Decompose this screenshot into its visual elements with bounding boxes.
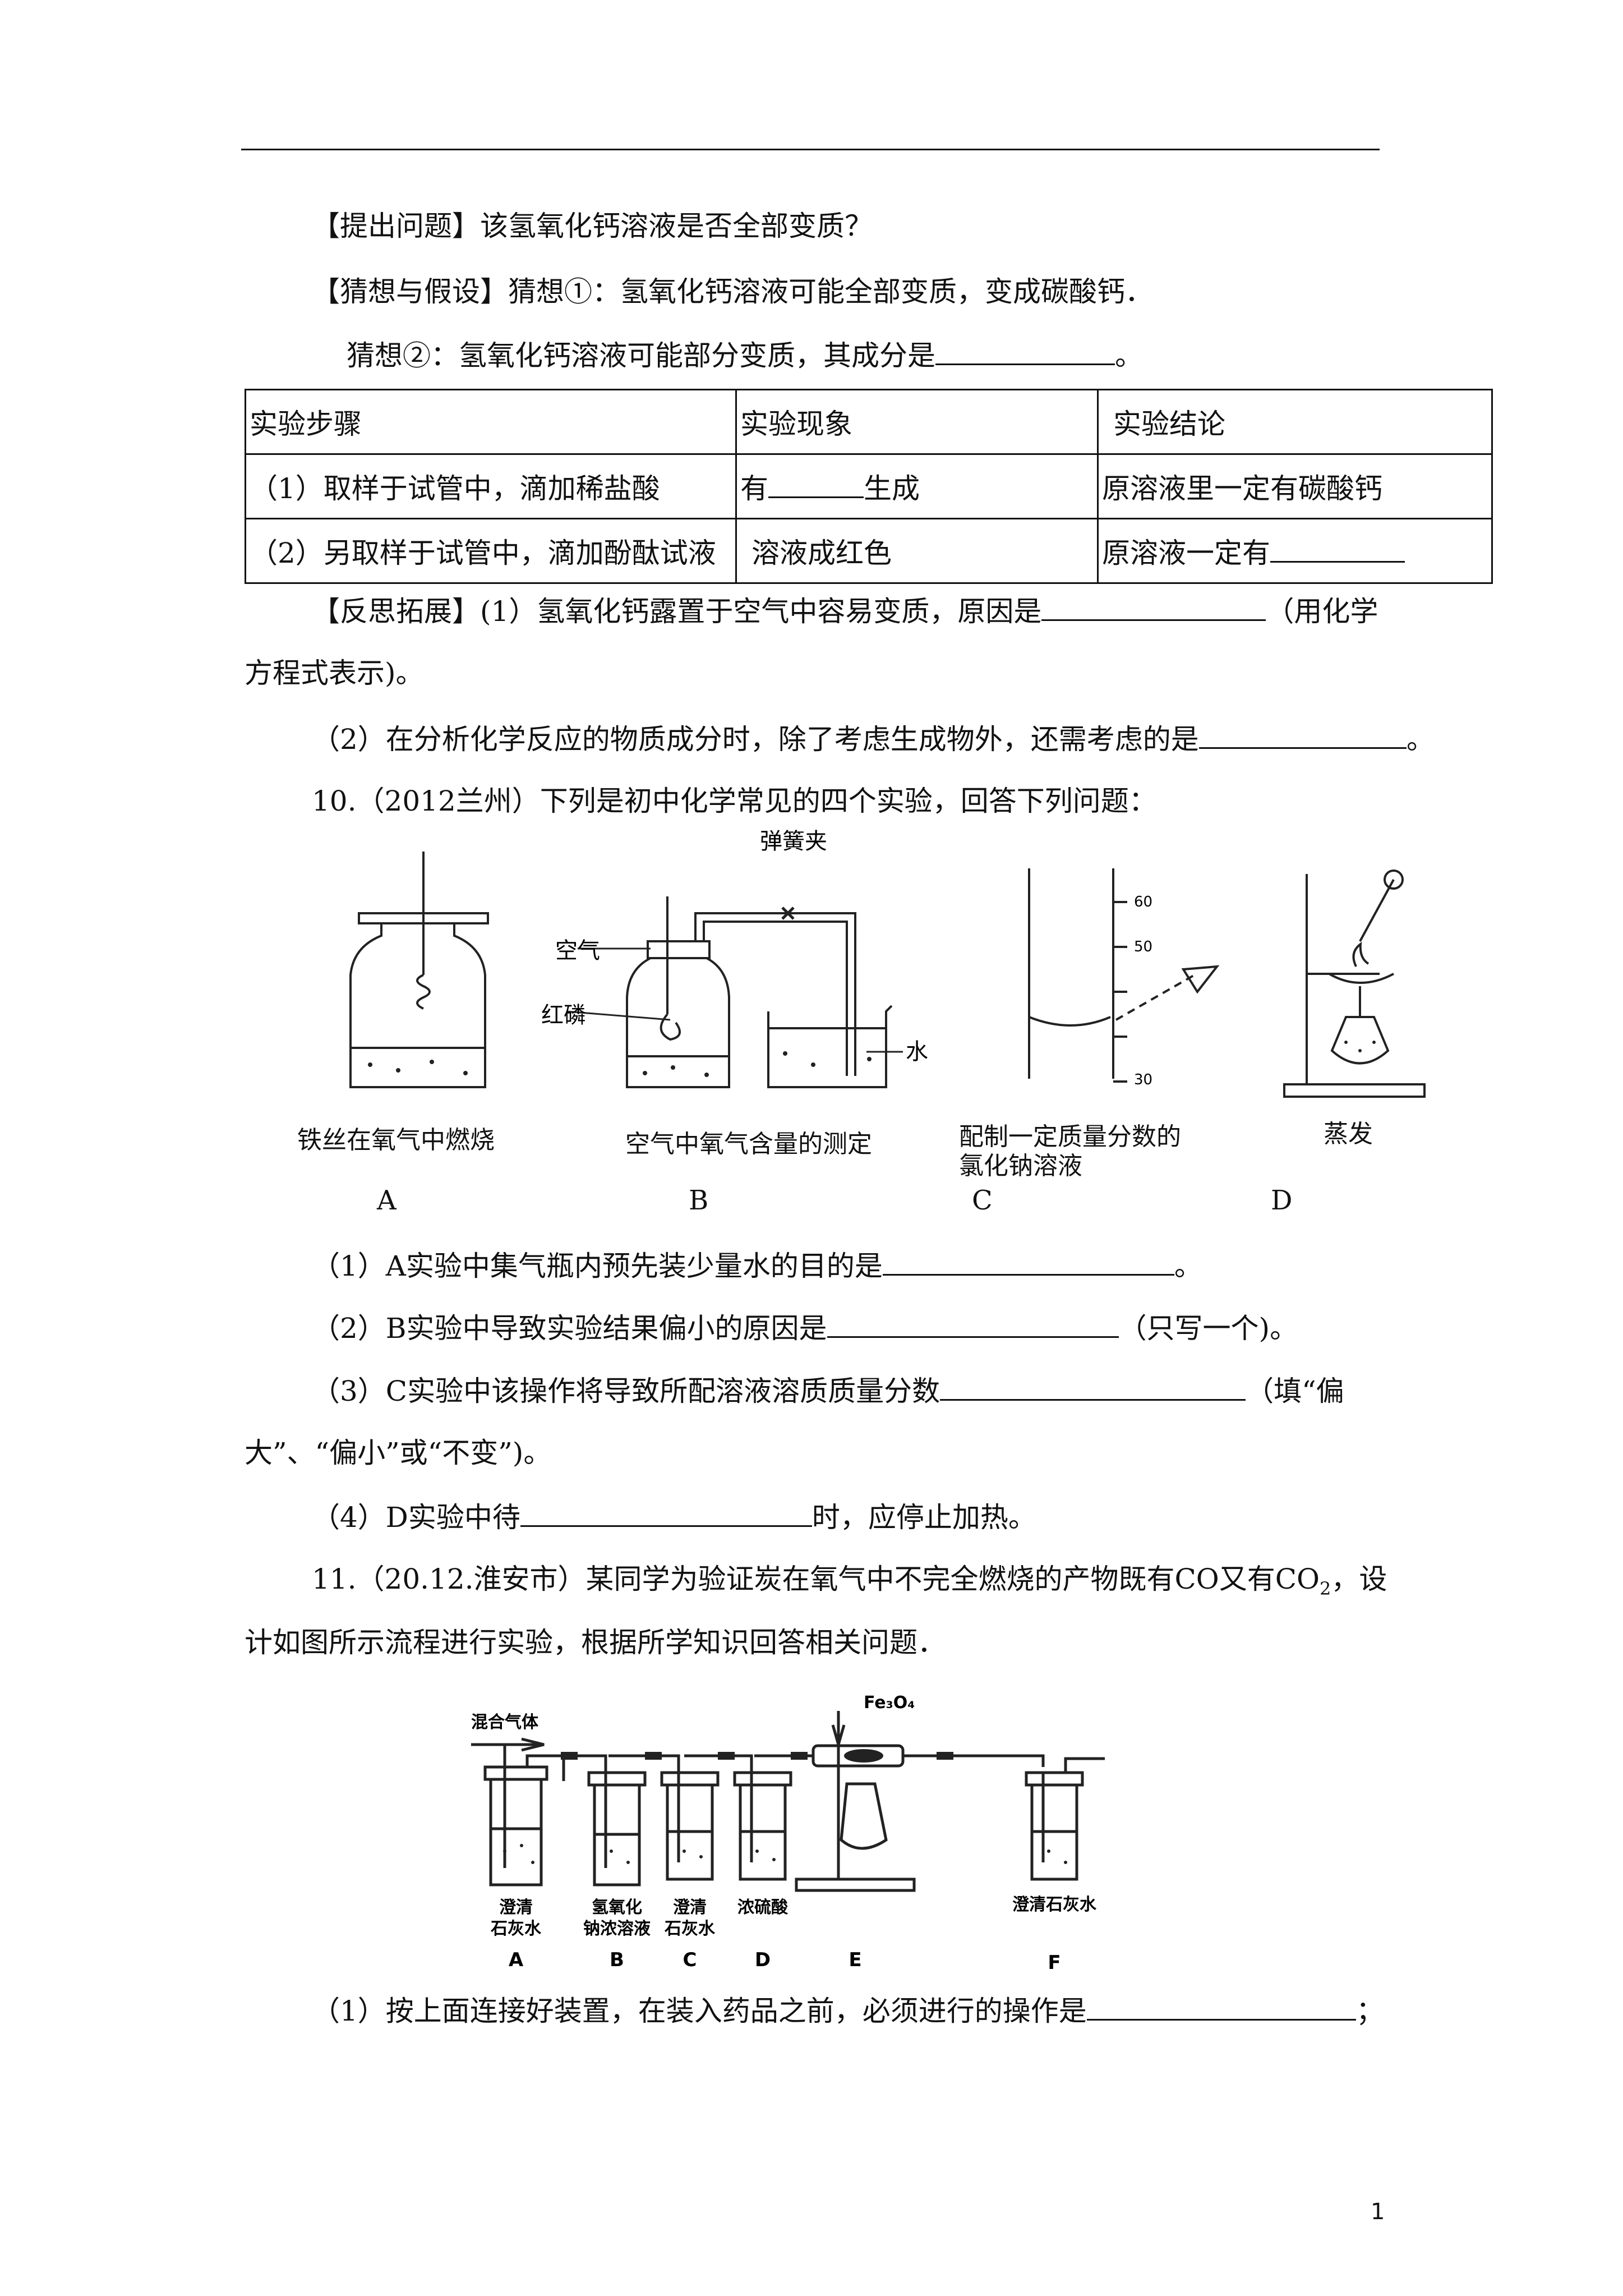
table-cell-conclusion: 原溶液里一定有碳酸钙 [1097, 453, 1493, 519]
table-cell-observation: 溶液成红色 [735, 518, 1099, 584]
problem-line: 【提出问题】该氢氧化钙溶液是否全部变质？ [312, 210, 873, 242]
scale-label: 60 [1134, 894, 1152, 910]
caption-d: 蒸发 [1324, 1120, 1373, 1148]
scale-label: 50 [1134, 938, 1152, 955]
conclusion-blank[interactable] [1270, 535, 1405, 563]
figure-letter: C [972, 1185, 993, 1216]
label-reagent: Fe₃O₄ [864, 1693, 915, 1713]
label-air: 空气 [555, 938, 600, 964]
question11-title: 11.（20.12.淮安市）某同学为验证炭在氧气中不完全燃烧的产物既有CO又有C… [312, 1563, 1387, 1599]
table-cell-conclusion: 原溶液一定有 [1097, 518, 1493, 584]
figure-11: 混合气体 Fe₃O₄ 澄清 石灰水 氢氧化 钠浓溶液 澄清 石灰水 浓硫酸 澄清… [471, 1693, 1105, 1974]
guess2-line: 猜想②：氢氧化钙溶液可能部分变质，其成分是。 [347, 338, 1143, 372]
q10-3-cont: 大”、“偏小”或“不变”)。 [245, 1437, 552, 1469]
caption-c-line1: 配制一定质量分数的 [959, 1122, 1181, 1151]
q11-1-line: （1）按上面连接好装置，在装入药品之前，必须进行的操作是； [312, 1993, 1384, 2028]
q10-1-blank[interactable] [882, 1248, 1174, 1276]
page-number: 1 [1371, 2199, 1385, 2225]
table-row: （1）取样于试管中，滴加稀盐酸 有生成 原溶液里一定有碳酸钙 [245, 453, 1493, 519]
reflect2-blank[interactable] [1198, 721, 1407, 749]
table-cell-step: （1）取样于试管中，滴加稀盐酸 [245, 453, 737, 519]
label-water: 水 [906, 1039, 928, 1065]
bottle-a [483, 1765, 548, 1887]
figure-letter: D [1271, 1185, 1293, 1216]
bottle-label: 石灰水 [664, 1919, 716, 1939]
bottle-label: 澄清石灰水 [1012, 1895, 1097, 1915]
guess2-blank[interactable] [935, 338, 1115, 365]
label-inlet: 混合气体 [471, 1713, 539, 1732]
bottle-letter: A [509, 1949, 524, 1971]
bottle-letter: C [683, 1949, 697, 1971]
figure-letter: A [377, 1185, 396, 1216]
bottle-letter: D [755, 1949, 771, 1971]
header-rule [241, 149, 1380, 150]
reflect2-line: （2）在分析化学反应的物质成分时，除了考虑生成物外，还需考虑的是。 [312, 721, 1435, 756]
q10-3-line: （3）C实验中该操作将导致所配溶液溶质质量分数（填“偏 [312, 1373, 1344, 1408]
scale-label: 30 [1134, 1071, 1152, 1088]
q10-3-blank[interactable] [940, 1373, 1246, 1401]
table-header-cell: 实验结论 [1097, 389, 1493, 455]
bottle-label: 氢氧化 [592, 1898, 642, 1917]
caption-b: 空气中氧气含量的测定 [625, 1130, 872, 1158]
table-header-cell: 实验现象 [735, 389, 1099, 455]
bottle-d [733, 1771, 792, 1881]
table-row: （2）另取样于试管中，滴加酚酞试液 溶液成红色 原溶液一定有 [245, 518, 1493, 584]
bottle-label: 浓硫酸 [737, 1898, 789, 1917]
figure-letter: B [689, 1185, 709, 1216]
guess1-line: 【猜想与假设】猜想①：氢氧化钙溶液可能全部变质，变成碳酸钙． [312, 275, 1153, 308]
q10-2-blank[interactable] [827, 1310, 1119, 1338]
question10-title: 10.（2012兰州）下列是初中化学常见的四个实验，回答下列问题： [312, 785, 1157, 817]
reflect1-cont: 方程式表示)。 [245, 657, 424, 689]
table-header-cell: 实验步骤 [245, 389, 737, 455]
bottle-letter: E [849, 1949, 861, 1971]
figure-10: 弹簧夹 空气 红磷 水 60 50 30 [349, 829, 1426, 1098]
q10-4-line: （4）D实验中待时，应停止加热。 [312, 1499, 1036, 1534]
apparatus-e [795, 1711, 916, 1892]
label-phosphorus: 红磷 [541, 1002, 586, 1028]
caption-c-line2: 氯化钠溶液 [959, 1152, 1082, 1180]
bottle-label: 澄清 [499, 1898, 533, 1917]
apparatus-b [566, 896, 903, 1088]
table-cell-step: （2）另取样于试管中，滴加酚酞试液 [245, 518, 737, 584]
q10-4-blank[interactable] [520, 1499, 812, 1527]
table-header-row: 实验步骤 实验现象 实验结论 [245, 389, 1493, 455]
label-clamp: 弹簧夹 [760, 829, 827, 854]
bottle-letter: B [610, 1949, 624, 1971]
caption-a: 铁丝在氧气中燃烧 [297, 1126, 495, 1154]
bottle-label: 澄清 [673, 1898, 707, 1917]
apparatus-d-evaporation [1283, 869, 1426, 1098]
apparatus-c-cylinder [1028, 868, 1220, 1083]
bottle-label: 钠浓溶液 [583, 1919, 651, 1939]
bottle-letter: F [1048, 1952, 1061, 1974]
bottle-label: 石灰水 [490, 1919, 542, 1939]
reflect1-line: 【反思拓展】(1）氢氧化钙露置于空气中容易变质，原因是（用化学 [312, 593, 1378, 628]
table-cell-observation: 有生成 [735, 453, 1099, 519]
reflect1-blank[interactable] [1041, 593, 1266, 621]
experiment-table: 实验步骤 实验现象 实验结论 （1）取样于试管中，滴加稀盐酸 有生成 原溶液里一… [245, 389, 1493, 584]
q10-1-line: （1）A实验中集气瓶内预先装少量水的目的是。 [312, 1248, 1202, 1283]
question11-cont: 计如图所示流程进行实验，根据所学知识回答相关问题． [245, 1626, 946, 1659]
observation-blank[interactable] [768, 471, 864, 498]
bottle-f [1025, 1757, 1105, 1881]
q11-1-blank[interactable] [1086, 1993, 1356, 2021]
bottle-b [587, 1771, 647, 1887]
apparatus-a-bottle [349, 852, 489, 1088]
q10-2-line: （2）B实验中导致实验结果偏小的原因是（只写一个)。 [312, 1310, 1298, 1345]
bottle-c [660, 1771, 720, 1881]
